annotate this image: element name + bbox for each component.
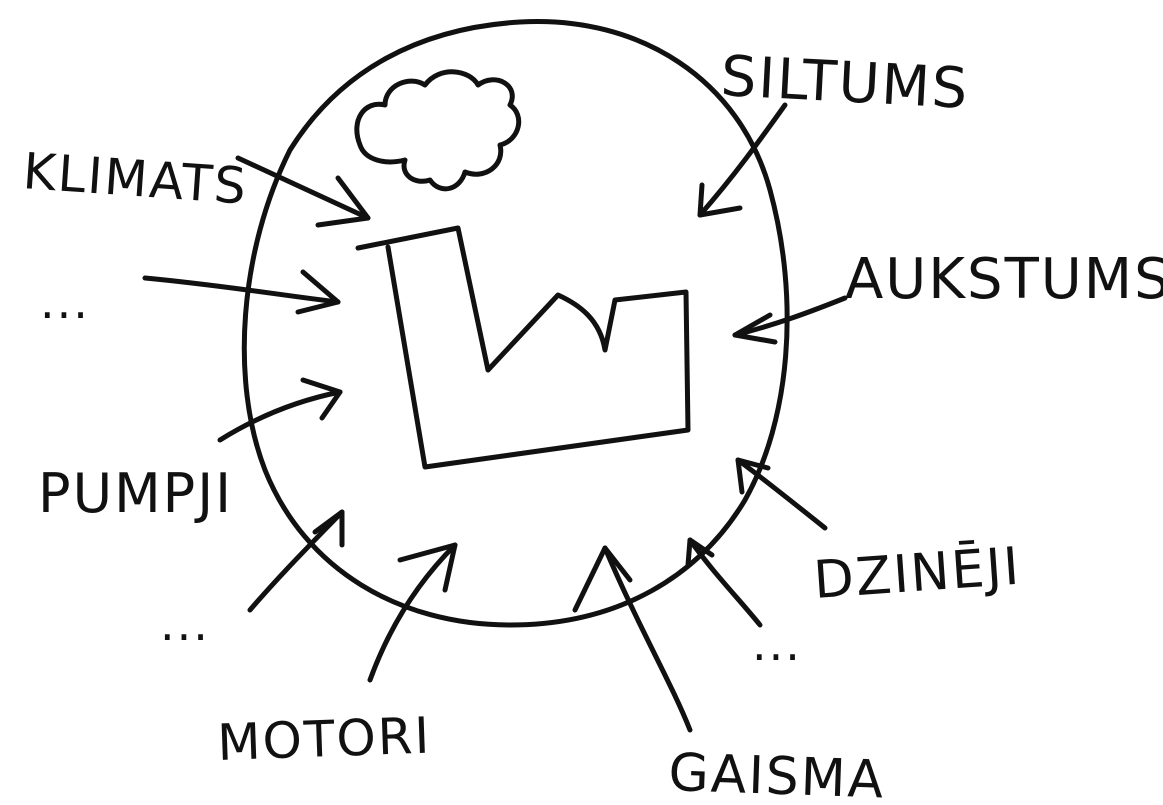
label-siltums: SILTUMS (719, 44, 971, 122)
arrow-motori (370, 545, 455, 680)
label-dzineji: DZINĒJI (812, 537, 1023, 611)
label-gaisma: GAISMA (668, 743, 887, 805)
arrow-pumpji (220, 380, 340, 440)
label-ellipsis-bottom-right: ... (752, 617, 802, 671)
label-motori: MOTORI (216, 707, 432, 772)
label-ellipsis-bottom-left: ... (160, 597, 210, 651)
label-ellipsis-left: ... (40, 275, 90, 329)
label-pumpji: PUMPJI (38, 462, 233, 525)
arrow-ellipsis-left (145, 272, 338, 312)
cloud-icon (357, 72, 519, 189)
arrow-klimats (238, 158, 368, 225)
label-aukstums: AUKSTUMS (845, 247, 1163, 312)
arrow-aukstums (735, 298, 845, 342)
factory-icon (358, 228, 688, 467)
arrow-ellipsis-bottom-right (688, 540, 760, 625)
label-klimats: KLIMATS (21, 142, 250, 216)
